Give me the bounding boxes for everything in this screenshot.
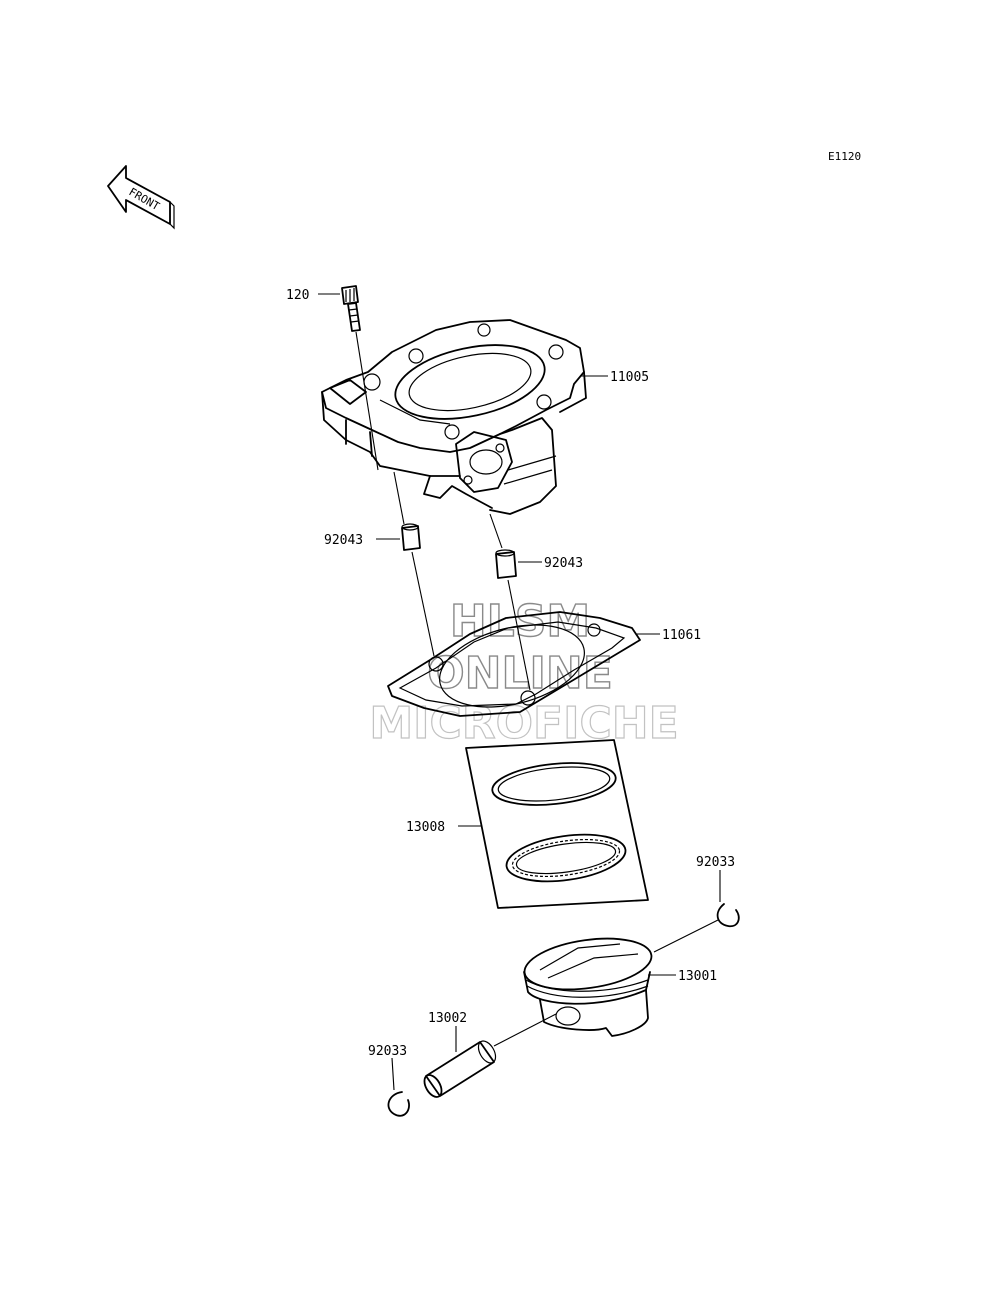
diagram-code: E1120 <box>828 150 861 163</box>
label-base-gasket: 11061 <box>662 628 701 643</box>
label-dowel-right: 92043 <box>544 556 583 571</box>
dowel-right-part <box>495 549 517 579</box>
watermark-line2: ONLINE <box>427 648 613 699</box>
circlip-right-part <box>716 903 740 928</box>
piston-part <box>523 937 653 1037</box>
label-circlip-left: 92033 <box>368 1044 407 1059</box>
dowel-left-part <box>401 523 421 551</box>
label-circlip-right: 92033 <box>696 855 735 870</box>
front-arrow-icon: FRONT <box>107 165 175 230</box>
label-dowel-left: 92043 <box>324 533 363 548</box>
piston-pin-part <box>423 1040 497 1098</box>
label-piston: 13001 <box>678 969 717 984</box>
cylinder-part <box>321 319 587 515</box>
piston-ring-set-part <box>465 739 649 909</box>
base-gasket-part <box>387 611 641 717</box>
label-piston-pin: 13002 <box>428 1011 467 1026</box>
circlip-left-part <box>387 1091 410 1117</box>
label-piston-ring-set: 13008 <box>406 820 445 835</box>
label-bolt: 120 <box>286 288 309 303</box>
bolt-part <box>341 285 361 332</box>
watermark: HLSM ONLINE MICROFICHE <box>369 595 680 749</box>
label-cylinder: 11005 <box>610 370 649 385</box>
